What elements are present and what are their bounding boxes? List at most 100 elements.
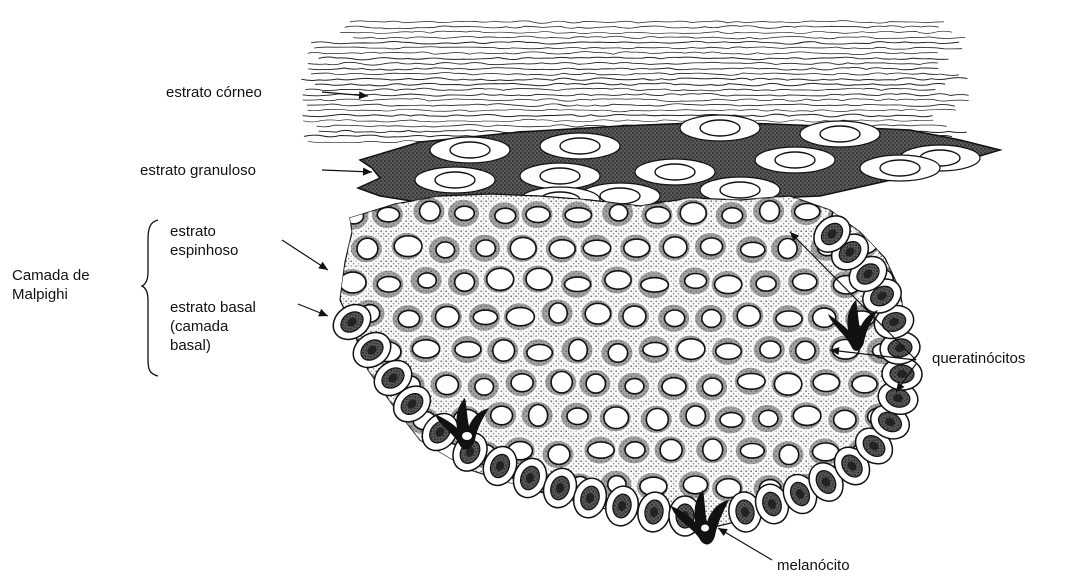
spinous-nucleus — [683, 476, 707, 494]
label-melanocito: melanócito — [777, 556, 850, 575]
spinous-nucleus — [756, 276, 776, 291]
spinous-nucleus — [473, 310, 497, 324]
spinous-nucleus — [643, 343, 667, 357]
spinous-nucleus — [394, 236, 422, 257]
spinous-nucleus — [796, 341, 815, 360]
spinous-nucleus — [646, 409, 668, 431]
spinous-nucleus — [529, 405, 548, 427]
corneum-line — [308, 62, 938, 65]
spinous-nucleus — [741, 242, 765, 257]
spinous-nucleus — [795, 204, 820, 220]
spinous-cell — [353, 439, 387, 469]
spinous-nucleus — [377, 207, 399, 222]
spinous-nucleus — [527, 345, 552, 361]
spinous-nucleus — [703, 378, 723, 396]
spinous-nucleus — [583, 240, 610, 256]
spinous-nucleus — [379, 475, 403, 494]
arrow-melanocito — [718, 528, 772, 560]
spinous-nucleus — [625, 442, 645, 458]
spinous-nucleus — [436, 242, 455, 258]
spinous-nucleus — [716, 343, 742, 359]
spinous-nucleus — [778, 239, 797, 259]
spinous-nucleus — [813, 374, 839, 392]
spinous-nucleus — [760, 341, 781, 358]
label-camada-malpighi: Camada de Malpighi — [12, 266, 90, 304]
label-estrato-granuloso: estrato granuloso — [140, 161, 256, 180]
spinous-nucleus — [506, 308, 534, 326]
corneum-line — [340, 31, 952, 33]
spinous-nucleus — [702, 310, 721, 328]
spinous-nucleus — [715, 275, 742, 293]
spinous-nucleus — [685, 274, 707, 289]
spinous-nucleus — [759, 410, 778, 426]
spinous-nucleus — [420, 201, 441, 221]
spinous-nucleus — [526, 268, 552, 290]
spinous-cell — [334, 406, 368, 436]
label-estrato-basal: estrato basal (camada basal) — [170, 298, 256, 355]
spinous-cell — [336, 201, 370, 231]
spinous-nucleus — [793, 274, 817, 291]
spinous-nucleus — [344, 208, 363, 224]
spinous-nucleus — [399, 442, 420, 457]
granulosum-nucleus — [435, 172, 475, 188]
spinous-nucleus — [641, 278, 669, 292]
spinous-nucleus — [360, 444, 382, 464]
spinous-nucleus — [549, 303, 567, 323]
spinous-cell — [392, 434, 426, 464]
spinous-nucleus — [377, 277, 400, 292]
spinous-nucleus — [686, 406, 705, 426]
corneum-line — [303, 99, 969, 102]
spinous-nucleus — [623, 306, 646, 326]
spinous-nucleus — [415, 477, 438, 498]
spinous-nucleus — [588, 442, 614, 458]
spinous-cell — [409, 472, 443, 502]
spinous-nucleus — [585, 303, 610, 324]
spinous-nucleus — [624, 239, 650, 257]
granulosum-nucleus — [880, 160, 920, 176]
spinous-nucleus — [660, 439, 682, 460]
spinous-nucleus — [475, 379, 494, 396]
spinous-nucleus — [567, 408, 588, 424]
spinous-nucleus — [608, 344, 627, 362]
arrow-granuloso-head — [363, 168, 372, 176]
label-estrato-espinhoso: estrato espinhoso — [170, 222, 238, 260]
corneum-line — [315, 83, 945, 86]
corneum-line — [314, 47, 962, 49]
spinous-nucleus — [740, 444, 764, 459]
spinous-nucleus — [436, 307, 460, 327]
corneum-line — [303, 114, 933, 117]
spinous-nucleus — [663, 237, 687, 258]
spinous-nucleus — [720, 413, 743, 428]
spinous-nucleus — [569, 339, 588, 360]
spinous-nucleus — [455, 273, 475, 291]
corneum-line — [311, 41, 959, 44]
spinous-nucleus — [793, 406, 821, 425]
corneum-line — [308, 109, 956, 112]
spinous-nucleus — [703, 439, 723, 461]
corneum-line — [308, 52, 938, 55]
spinous-nucleus — [548, 445, 570, 465]
spinous-nucleus — [493, 340, 515, 361]
spinous-nucleus — [549, 240, 575, 258]
spinous-nucleus — [680, 202, 706, 223]
spinous-nucleus — [834, 410, 856, 429]
arrow-espinhoso-head — [318, 262, 328, 270]
spinous-nucleus — [894, 444, 915, 464]
corneum-line — [350, 21, 944, 24]
spinous-nucleus — [852, 376, 877, 393]
granulosum-nucleus — [720, 182, 760, 198]
arrow-melanocito-head — [718, 528, 728, 536]
spinous-nucleus — [870, 204, 896, 220]
spinous-cell — [373, 469, 407, 499]
spinous-cell — [886, 236, 920, 266]
spinous-nucleus — [398, 310, 419, 327]
spinous-nucleus — [895, 240, 913, 262]
corneum-line — [305, 88, 935, 91]
spinous-nucleus — [738, 373, 766, 389]
spinous-nucleus — [495, 208, 516, 223]
spinous-nucleus — [869, 481, 893, 496]
granulosum-nucleus — [775, 152, 815, 168]
spinous-nucleus — [625, 379, 644, 394]
